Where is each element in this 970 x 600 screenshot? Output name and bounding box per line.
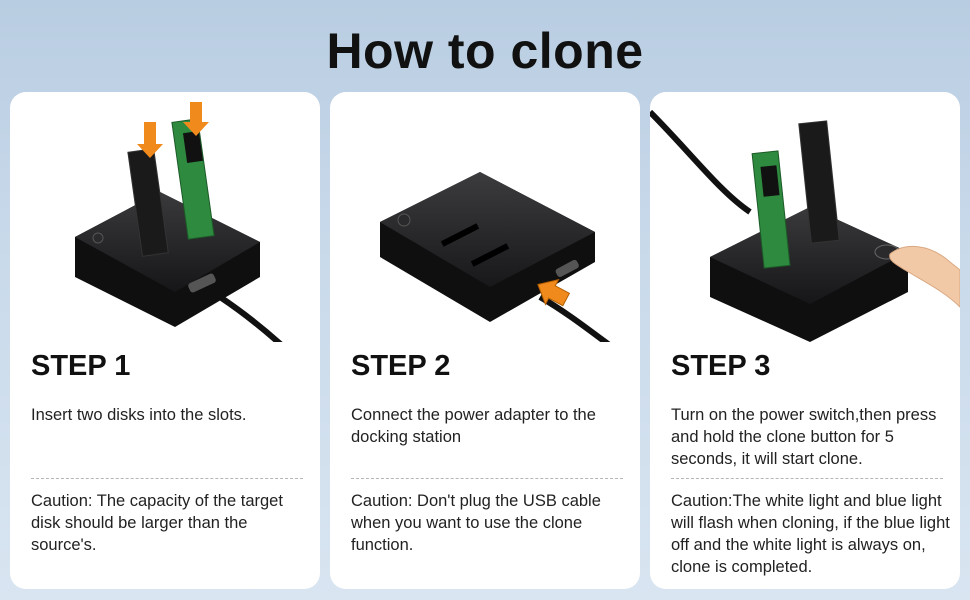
orange-arrow-icon: [537, 278, 571, 307]
step-card-3: STEP 3 Turn on the power switch,then pre…: [650, 92, 960, 589]
docking-station-illustration-3: [650, 109, 960, 342]
step-caution: Caution: The capacity of the target disk…: [31, 492, 283, 554]
page-title: How to clone: [326, 23, 644, 79]
docking-station-illustration-2: [380, 172, 611, 342]
step-title: STEP 2: [351, 350, 451, 382]
step-title: STEP 1: [31, 350, 131, 382]
step-card-1: STEP 1 Insert two disks into the slots. …: [10, 92, 320, 589]
step-description: Connect the power adapter to the docking…: [351, 406, 596, 446]
m2-ssd-icon: [751, 120, 840, 269]
step-description: Insert two disks into the slots.: [31, 406, 247, 424]
docking-station-illustration-1: [75, 102, 283, 342]
step-card-2: STEP 2 Connect the power adapter to the …: [330, 92, 640, 589]
dashed-divider: [671, 478, 943, 479]
step-caution: Caution: Don't plug the USB cable when y…: [351, 492, 601, 554]
usb-cable-icon: [650, 109, 752, 215]
dashed-divider: [31, 478, 303, 479]
usb-cable-icon: [538, 294, 611, 342]
usb-cable-icon: [218, 294, 283, 342]
finger-hand-icon: [889, 245, 960, 308]
orange-arrow-icon: [137, 102, 209, 158]
step-description: Turn on the power switch,then press and …: [671, 406, 937, 468]
step-caution: Caution:The white light and blue light w…: [671, 492, 950, 576]
m2-ssd-icon: [127, 118, 215, 257]
step-title: STEP 3: [671, 350, 771, 382]
dashed-divider: [351, 478, 623, 479]
